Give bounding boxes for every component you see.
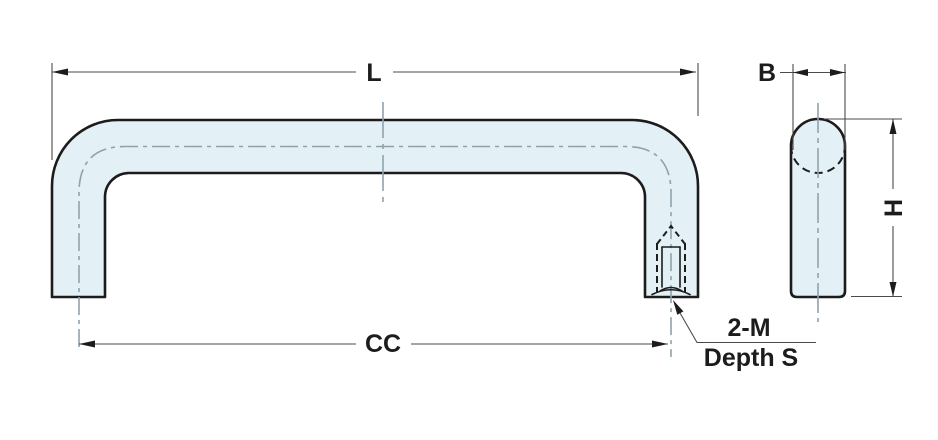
L-arrowhead-right — [680, 68, 696, 76]
leader-line — [675, 305, 816, 344]
CC-arrowhead-left — [79, 340, 95, 348]
thread-depth-label: Depth S — [704, 344, 798, 372]
leader-arrowhead — [673, 300, 684, 315]
dimension-label-L: L — [366, 59, 381, 87]
side-view: B H — [758, 59, 908, 322]
dimension-CC: CC — [79, 330, 668, 358]
L-arrowhead-left — [52, 68, 68, 76]
thread-bottom-arc-outer — [651, 288, 691, 296]
H-arrowhead-top — [889, 119, 897, 134]
tapped-hole — [651, 224, 691, 296]
handle-centerline — [78, 145, 672, 357]
thread-spec-label: 2-M — [727, 314, 770, 342]
handle-body-outline — [50, 118, 700, 299]
H-arrowhead-bottom — [889, 282, 897, 297]
dimension-label-CC: CC — [365, 330, 401, 358]
dimension-L: L — [51, 59, 699, 160]
thread-point-hidden-line — [656, 224, 686, 245]
CC-arrowhead-right — [652, 340, 668, 348]
thread-bottom-arc-inner — [659, 286, 683, 292]
B-arrowhead-right — [830, 69, 845, 76]
dimension-label-H: H — [880, 199, 908, 217]
dimension-label-B: B — [758, 59, 776, 87]
thread-callout: 2-M Depth S — [673, 300, 816, 372]
dimension-H: H — [824, 118, 908, 298]
front-view: L CC 2-M Depth S — [50, 59, 816, 372]
B-arrowhead-left — [793, 69, 808, 76]
dimension-B: B — [758, 59, 846, 150]
